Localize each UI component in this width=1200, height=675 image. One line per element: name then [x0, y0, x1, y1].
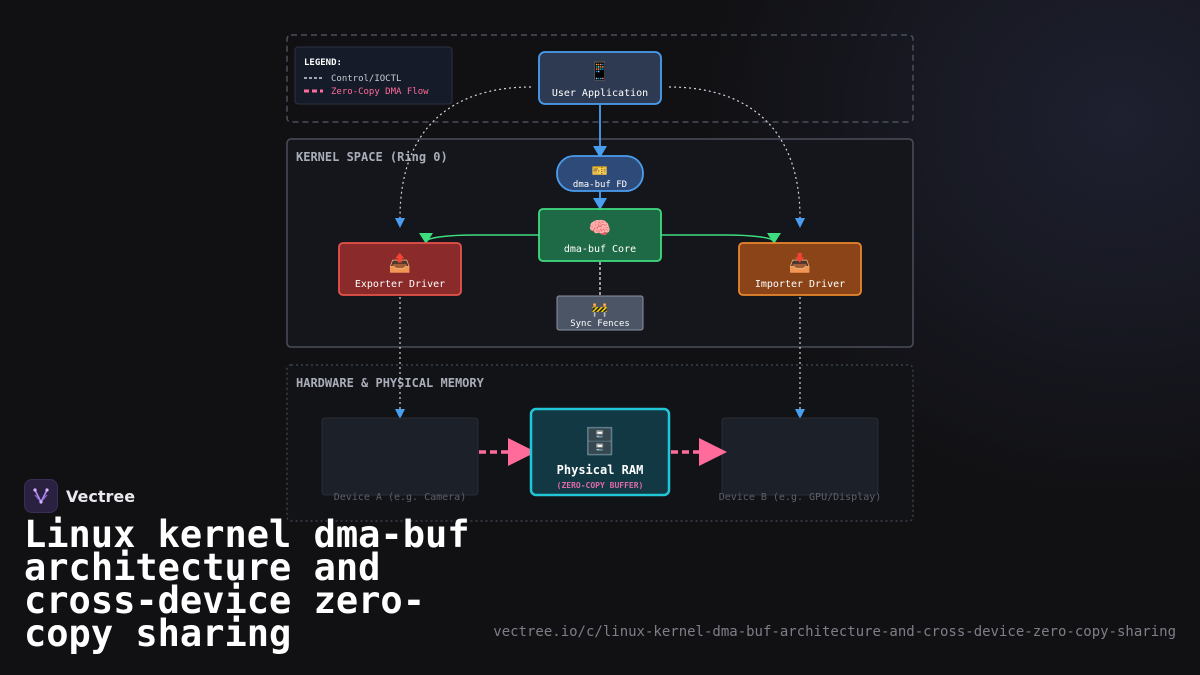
core-to-exporter-arrowhead [419, 233, 433, 244]
user-space-zone [286, 34, 914, 123]
legend: LEGEND: Control/IOCTL Zero-Copy DMA Flow [294, 46, 453, 105]
importer-driver-label: Importer Driver [755, 279, 845, 290]
hardware-zone-label: HARDWARE & PHYSICAL MEMORY [296, 376, 485, 390]
ticket-icon: 🎫 [592, 164, 608, 179]
device-b-node: Device B (e.g. GPU/Display) [719, 417, 882, 503]
importer-control-arrowhead [795, 218, 805, 228]
legend-control-label: Control/IOCTL [331, 74, 401, 84]
legend-title: LEGEND: [304, 58, 342, 68]
device-a-node: Device A (e.g. Camera) [321, 417, 479, 503]
brand-name: Vectree [66, 486, 136, 506]
phone-icon: 📱 [589, 60, 611, 82]
app-to-fd-arrowhead [593, 146, 607, 158]
sync-fences-label: Sync Fences [570, 319, 630, 329]
device-b-arrowhead [795, 409, 805, 419]
device-a-arrowhead [395, 409, 405, 419]
physical-ram-node: 🗄️ Physical RAM (ZERO-COPY BUFFER) [529, 407, 671, 497]
brand: Vectree [24, 479, 135, 513]
dma-buf-fd-label: dma-buf FD [573, 180, 627, 190]
barrier-icon: 🚧 [592, 303, 608, 318]
ram-to-device-b-arrowhead [699, 438, 727, 466]
outbox-icon: 📤 [389, 252, 411, 274]
device-a-label: Device A (e.g. Camera) [334, 492, 466, 503]
zero-copy-buffer-label: (ZERO-COPY BUFFER) [557, 481, 644, 490]
exporter-control-arrowhead [395, 218, 405, 228]
fd-to-core-arrowhead [593, 198, 607, 210]
page-url[interactable]: vectree.io/c/linux-kernel-dma-buf-archit… [493, 624, 1176, 640]
user-application-node: 📱 User Application [538, 51, 662, 105]
device-b-label: Device B (e.g. GPU/Display) [719, 492, 882, 503]
dma-buf-fd-node: 🎫 dma-buf FD [556, 155, 644, 192]
dma-buf-core-node: 🧠 dma-buf Core [538, 208, 662, 262]
dma-buf-core-label: dma-buf Core [564, 244, 636, 255]
core-to-importer-line [661, 234, 773, 241]
brain-icon: 🧠 [589, 218, 611, 239]
vectree-logo-icon [24, 479, 58, 513]
user-application-label: User Application [552, 88, 648, 99]
core-to-exporter-line [427, 234, 539, 241]
kernel-space-label: KERNEL SPACE (Ring 0) [296, 150, 448, 164]
inbox-icon: 📥 [789, 252, 811, 274]
core-to-importer-arrowhead [767, 233, 781, 244]
physical-ram-label: Physical RAM [557, 463, 644, 477]
user-to-exporter-control-line [399, 86, 532, 219]
user-to-importer-control-line [668, 86, 801, 219]
sync-fences-node: 🚧 Sync Fences [556, 295, 644, 331]
legend-dma-label: Zero-Copy DMA Flow [331, 87, 429, 97]
exporter-driver-label: Exporter Driver [355, 279, 445, 290]
file-cabinet-icon: 🗄️ [584, 426, 616, 457]
page-title: Linux kernel dma-buf architecture and cr… [24, 513, 470, 655]
importer-driver-node: 📥 Importer Driver [738, 242, 862, 296]
device-a-to-ram-arrowhead [508, 438, 536, 466]
exporter-driver-node: 📤 Exporter Driver [338, 242, 462, 296]
